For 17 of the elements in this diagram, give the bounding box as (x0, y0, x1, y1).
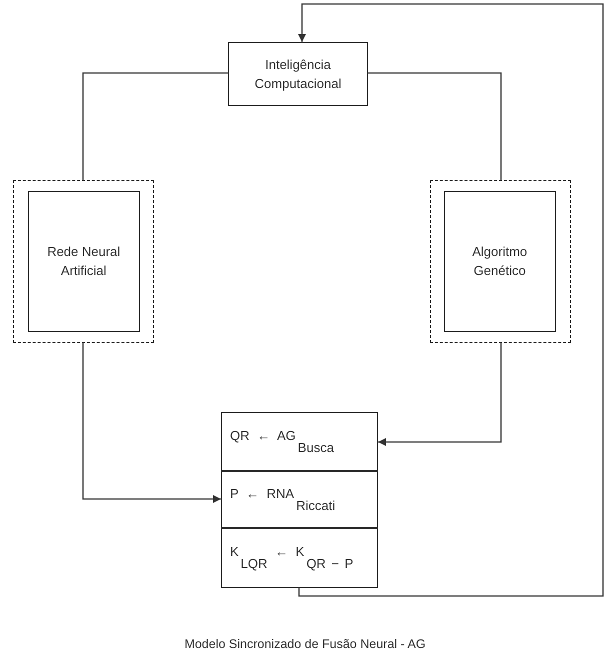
node-label: Algoritmo Genético (471, 243, 528, 280)
caption: Modelo Sincronizado de Fusão Neural - AG (183, 637, 427, 651)
arrow (378, 343, 502, 446)
concept-box (228, 42, 368, 106)
table-row (221, 471, 378, 528)
node-label: Inteligência Computacional (254, 56, 342, 93)
connector-line (82, 72, 228, 180)
table-row (221, 528, 378, 588)
arrow (298, 3, 604, 597)
dashed-frame (430, 180, 571, 343)
dashed-frame (13, 180, 154, 343)
node-label: Rede Neural Artificial (46, 243, 122, 280)
arrow (82, 343, 221, 503)
process-box (28, 190, 140, 332)
connector-line (368, 72, 502, 180)
process-box (444, 190, 556, 332)
table-row (221, 412, 378, 471)
